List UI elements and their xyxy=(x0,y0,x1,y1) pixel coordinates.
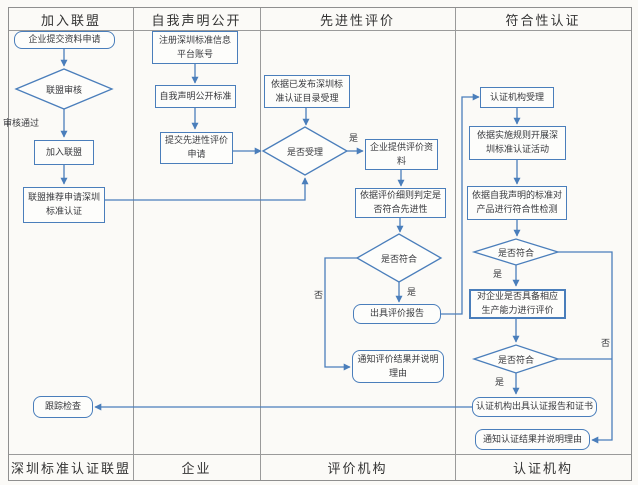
decision-conform-capacity-label: 是否符合 xyxy=(497,354,534,365)
decision-alliance-review-label: 联盟审核 xyxy=(45,84,82,95)
node-self-declare-standard: 自我声明公开标准 xyxy=(155,85,236,108)
lane-header-conformity-certification: 符合性认证 xyxy=(505,12,581,28)
lane-footer-row: 深圳标准认证联盟 企业 评价机构 认证机构 xyxy=(9,454,631,480)
node-register-account: 注册深圳标准信息平台账号 xyxy=(152,31,238,64)
lane-footer-enterprise: 企业 xyxy=(181,460,212,476)
node-alliance-recommend: 联盟推荐申请深圳标准认证 xyxy=(23,187,105,223)
lane-divider-1 xyxy=(133,8,134,480)
node-submit-application: 企业提交资料申请 xyxy=(14,31,115,49)
node-accept-per-catalog: 依据已发布深圳标准认证目录受理 xyxy=(264,75,350,108)
decision-conform-eval-label: 是否符合 xyxy=(380,253,417,264)
lane-footer-evaluation-body: 评价机构 xyxy=(327,460,388,476)
node-provide-materials: 企业提供评价资料 xyxy=(365,139,438,170)
header-separator xyxy=(9,30,631,31)
node-evaluate-capacity: 对企业是否具备相应生产能力进行评价 xyxy=(469,289,566,319)
lane-header-join-alliance: 加入联盟 xyxy=(40,12,101,28)
decision-accept-label: 是否受理 xyxy=(286,146,323,157)
lane-header-row: 加入联盟 自我声明公开 先进性评价 符合性认证 xyxy=(9,8,631,30)
footer-separator xyxy=(9,454,631,455)
edge-label-review-passed: 审核通过 xyxy=(3,118,40,128)
node-submit-advanced-eval: 提交先进性评价申请 xyxy=(160,132,233,164)
node-issue-eval-report: 出具评价报告 xyxy=(353,304,441,324)
edge-label-conform-eval-no: 否 xyxy=(314,290,324,300)
edge-label-conform-test-yes: 是 xyxy=(493,269,503,279)
node-notify-cert-result: 通知认证结果并说明理由 xyxy=(475,429,590,450)
decision-conform-test-label: 是否符合 xyxy=(497,247,534,258)
node-notify-eval-result: 通知评价结果并说明理由 xyxy=(352,350,444,383)
node-judge-advancement: 依据评价细则判定是否符合先进性 xyxy=(355,188,446,218)
node-carry-out-cert: 依据实施规则开展深圳标准认证活动 xyxy=(469,126,566,160)
node-tracking-inspection: 跟踪检查 xyxy=(33,396,93,418)
node-cert-body-accept: 认证机构受理 xyxy=(480,87,554,108)
node-conformity-testing: 依据自我声明的标准对产品进行符合性检测 xyxy=(467,186,567,220)
lane-divider-3 xyxy=(455,8,456,480)
edge-label-conform-eval-yes: 是 xyxy=(407,287,417,297)
lane-header-advanced-evaluation: 先进性评价 xyxy=(319,12,395,28)
edge-label-accept-yes: 是 xyxy=(349,133,359,143)
edge-label-conform-no: 否 xyxy=(601,338,611,348)
node-issue-cert-report: 认证机构出具认证报告和证书 xyxy=(472,397,597,417)
node-join-alliance: 加入联盟 xyxy=(34,140,94,165)
lane-footer-alliance: 深圳标准认证联盟 xyxy=(10,460,131,476)
edge-label-conform-capacity-yes: 是 xyxy=(495,377,505,387)
lane-divider-2 xyxy=(260,8,261,480)
lane-footer-certification-body: 认证机构 xyxy=(512,460,573,476)
lane-header-self-declaration: 自我声明公开 xyxy=(151,12,242,28)
